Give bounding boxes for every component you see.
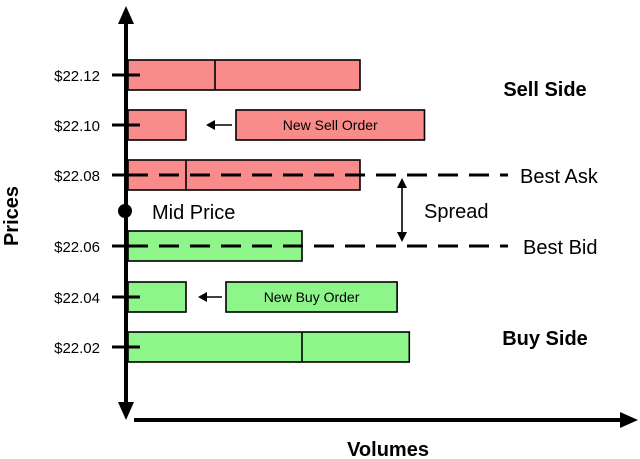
new-buy-order-box <box>225 281 398 313</box>
spread-arrow-bottom-icon <box>397 232 407 242</box>
best-ask-label: Best Ask <box>520 166 599 188</box>
sell-order-bar <box>127 109 187 141</box>
price-tick-label: $22.12 <box>54 68 100 85</box>
new-buy-order-label: New Buy Order <box>264 289 360 305</box>
buy-side-label: Buy Side <box>502 328 588 350</box>
spread-label: Spread <box>424 201 489 223</box>
x-axis-title: Volumes <box>347 439 429 459</box>
new-sell-order-box <box>235 109 426 141</box>
sell-order-bar <box>127 59 361 91</box>
buy-order-bar <box>127 230 303 262</box>
spread-arrow-top-icon <box>397 178 407 188</box>
new-sell-order-arrowhead-icon <box>206 120 215 130</box>
price-tick-label: $22.06 <box>54 239 100 256</box>
price-tick-label: $22.10 <box>54 118 100 135</box>
price-tick-label: $22.08 <box>54 168 100 185</box>
x-axis-arrow-icon <box>620 412 638 428</box>
mid-price-dot-icon <box>118 204 132 218</box>
new-buy-order-arrowhead-icon <box>198 292 207 302</box>
price-tick-label: $22.02 <box>54 340 100 357</box>
y-axis-arrow-top-icon <box>118 6 134 24</box>
best-bid-label: Best Bid <box>523 237 597 259</box>
mid-price-label: Mid Price <box>152 202 235 224</box>
price-tick-label: $22.04 <box>54 290 100 307</box>
y-axis-arrow-bottom-icon <box>118 402 134 420</box>
y-axis-title: Prices <box>1 186 23 246</box>
new-sell-order-label: New Sell Order <box>283 117 378 133</box>
sell-side-label: Sell Side <box>503 79 586 101</box>
buy-order-bar <box>127 331 411 363</box>
